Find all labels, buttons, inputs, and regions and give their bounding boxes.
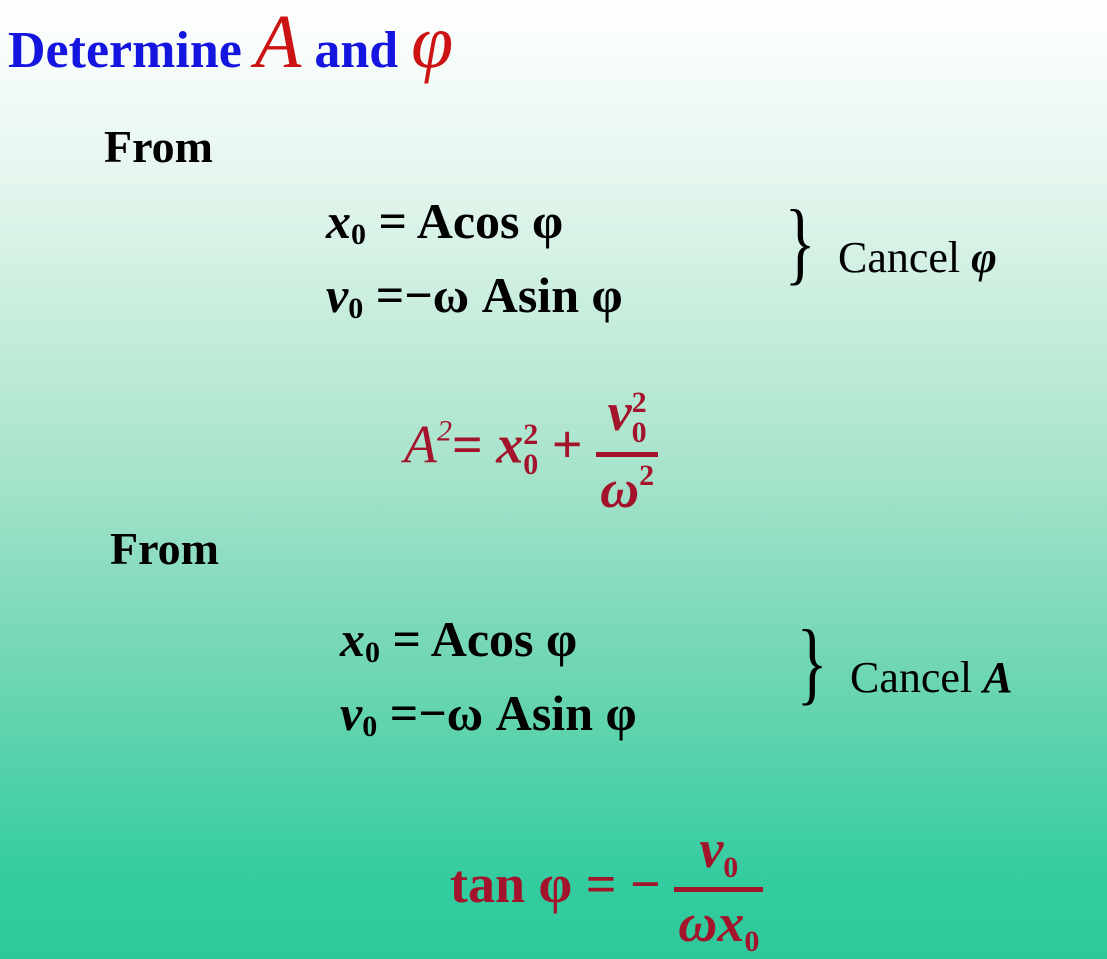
from-label-1: From [104,121,214,172]
tan-eq: = − [585,853,661,914]
title-variable-phi: φ [411,0,454,84]
cancel-a-label: Cancel A [850,652,1013,703]
num-v: v [607,382,632,442]
result-x-sup: 2 [523,418,539,452]
x-subscript: 0 [351,218,366,251]
cancel-phi-label: Cancel φ [838,232,997,283]
phase-num-v: v [699,819,724,879]
phase-num-sub: 0 [723,851,739,884]
x-symbol: x [326,193,351,249]
x-subscript-2: 0 [365,636,380,669]
den-sup: 2 [639,458,655,492]
v0-rhs: =−ω Asin φ [375,267,623,323]
v-symbol-2: v [340,685,363,741]
result-x: x [496,414,524,475]
title-variable-a: A [254,0,302,84]
v-subscript-2: 0 [362,710,378,743]
page-title: Determine A and φ [8,4,453,80]
equation-x0-1: x0 = Acos φ [326,196,563,250]
equation-v0-1: v0 =−ω Asin φ [326,270,623,324]
num-sub: 0 [631,415,647,449]
phase-den-omega-x: ωx [678,893,745,953]
brace-2: } [796,611,828,713]
num-sup: 2 [631,385,647,419]
cancel-text: Cancel [838,233,961,282]
result-a-sup: 2 [437,414,452,448]
title-and: and [314,22,399,79]
phase-denominator: ωx0 [674,887,764,958]
x0-rhs-2: = Acos φ [392,611,578,667]
phase-fraction: v0 ωx0 [674,822,764,958]
cancel-symbol: φ [971,233,997,282]
result-eq: = [452,414,483,475]
title-prefix: Determine [8,22,242,79]
x-symbol-2: x [340,611,365,667]
phase-numerator: v0 [695,822,742,887]
result-x-sub: 0 [523,448,539,482]
equation-x0-2: x0 = Acos φ [340,614,577,668]
fraction-denominator: ω2 [596,451,659,519]
tan-phi: tan φ [450,853,573,914]
equation-v0-2: v0 =−ω Asin φ [340,688,637,742]
phase-result: tan φ = − v0 ωx0 [450,822,764,958]
brace-1: } [784,191,816,293]
cancel-symbol-2: A [983,653,1013,702]
result-a: A [404,414,437,475]
v-symbol: v [326,267,349,323]
result-plus: + [551,414,583,475]
den-omega: ω [600,458,640,519]
from-label-2: From [110,523,220,574]
phase-den-sub: 0 [744,925,760,958]
v-subscript: 0 [348,292,364,325]
v0-rhs-2: =−ω Asin φ [389,685,637,741]
cancel-text-2: Cancel [850,653,973,702]
x0-rhs: = Acos φ [378,193,564,249]
